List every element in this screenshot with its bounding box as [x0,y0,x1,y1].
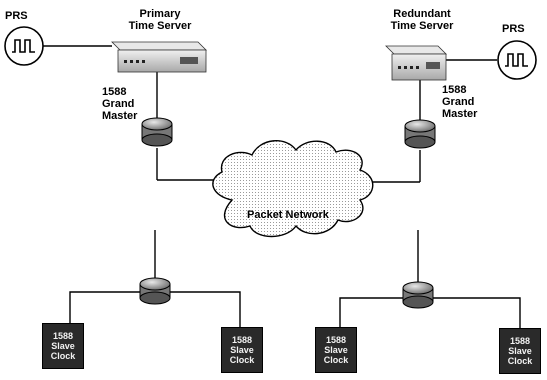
primary-time-server-icon [111,41,207,73]
primary-server-label-line1: Primary [139,8,181,20]
redundant-time-server-icon [385,45,447,81]
grandmaster-right-label: 1588 Grand Master [442,84,477,120]
slave-clock-3-line1: 1588 [325,335,347,345]
grandmaster-left-line2: Grand [102,98,135,110]
slave-clock-2: 1588 Slave Clock [221,327,263,373]
grandmaster-right-line2: Grand [442,96,475,108]
slave-clock-4-line2: Slave [508,346,532,356]
primary-server-label-line2: Time Server [128,20,192,32]
edge-right-router-icon [402,281,434,309]
slave-clock-4-line3: Clock [507,356,533,366]
grandmaster-right-router-icon [404,119,436,149]
grandmaster-right-line3: Master [442,108,478,120]
slave-clock-3-line2: Slave [324,345,348,355]
slave-clock-2-line2: Slave [230,345,254,355]
edge-left-router-icon [139,277,171,305]
primary-server-label: Primary Time Server [118,8,202,32]
slave-clock-1: 1588 Slave Clock [42,323,84,369]
slave-clock-3-line3: Clock [323,355,349,365]
grandmaster-left-line3: Master [102,110,138,122]
redundant-server-label-line2: Time Server [390,20,454,32]
grandmaster-left-label: 1588 Grand Master [102,86,137,122]
prs-right-icon [497,40,537,80]
grandmaster-left-router-icon [141,117,173,147]
prs-right-label: PRS [502,23,525,35]
slave-clock-2-line3: Clock [229,355,255,365]
grandmaster-right-line1: 1588 [442,84,467,96]
redundant-server-label-line1: Redundant [393,8,451,20]
packet-network-cloud [212,140,374,238]
redundant-server-label: Redundant Time Server [376,8,468,32]
prs-left-label: PRS [5,10,28,22]
grandmaster-left-line1: 1588 [102,86,127,98]
slave-clock-1-line2: Slave [51,341,75,351]
slave-clock-1-line1: 1588 [52,331,74,341]
slave-clock-4-line1: 1588 [509,336,531,346]
packet-network-label: Packet Network [247,209,329,221]
slave-clock-4: 1588 Slave Clock [499,328,541,374]
slave-clock-1-line3: Clock [50,351,76,361]
slave-clock-3: 1588 Slave Clock [315,327,357,373]
prs-left-icon [4,26,44,66]
slave-clock-2-line1: 1588 [231,335,253,345]
